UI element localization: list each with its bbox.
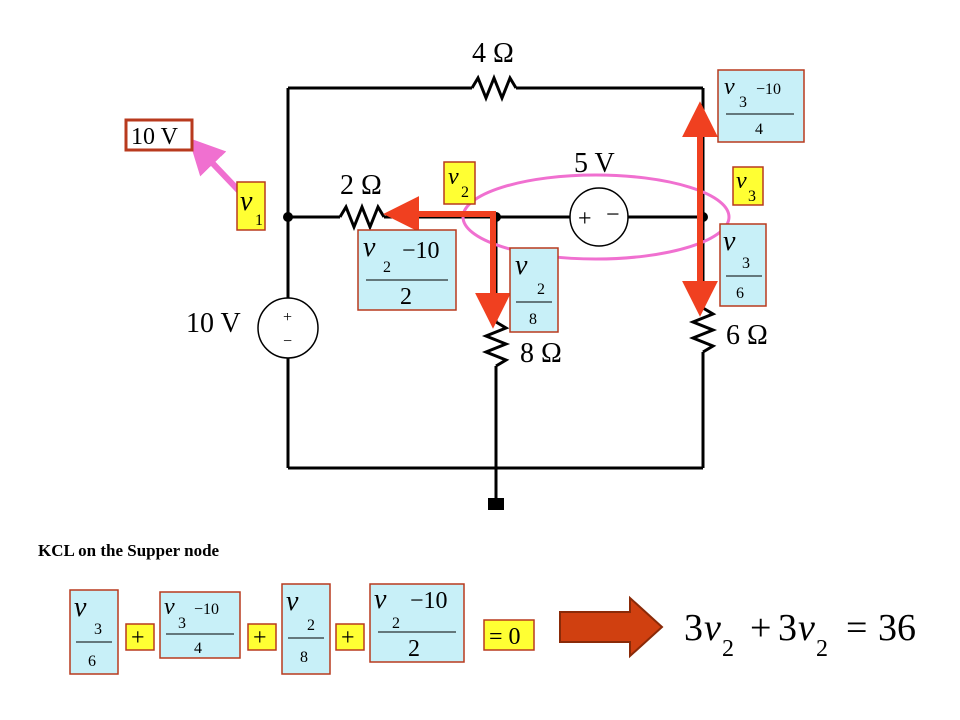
svg-text:v: v (704, 607, 721, 649)
svg-text:= 0: = 0 (489, 624, 521, 650)
kcl-caption: KCL on the Supper node (38, 541, 220, 560)
svg-text:v: v (74, 592, 87, 623)
svg-text:−10: −10 (194, 601, 219, 618)
v1-value-box: 10 V (124, 118, 194, 152)
svg-text:2: 2 (722, 636, 734, 662)
arrow-v1-value (188, 137, 243, 195)
svg-text:v: v (515, 250, 528, 281)
svg-text:2: 2 (816, 636, 828, 662)
resistor-8-ohm (481, 320, 511, 368)
svg-text:2: 2 (461, 184, 469, 201)
kcl-plus-3: + (335, 623, 365, 651)
svg-text:3: 3 (748, 188, 756, 205)
svg-text:+: + (253, 625, 267, 651)
svg-text:4: 4 (755, 121, 763, 138)
svg-text:v: v (736, 168, 747, 194)
svg-text:36: 36 (878, 607, 916, 649)
svg-text:+: + (750, 607, 771, 649)
ground-icon (488, 498, 504, 510)
svg-text:v: v (724, 74, 735, 100)
fraction-current-4ohm: v 3 −10 4 (717, 69, 805, 143)
resistor-6-ohm (688, 306, 718, 354)
kcl-plus-1: + (125, 623, 155, 651)
svg-text:2: 2 (392, 615, 400, 632)
svg-text:v: v (798, 607, 815, 649)
svg-text:8: 8 (529, 311, 537, 328)
resistor-2-ohm (338, 202, 386, 232)
resistor-4-ohm-label: 4 Ω (472, 38, 514, 69)
circuit-wires (286, 73, 718, 500)
svg-text:4: 4 (194, 640, 202, 657)
source-10v-label: 10 V (186, 308, 241, 339)
svg-text:2: 2 (383, 259, 391, 276)
svg-text:v: v (286, 586, 299, 617)
svg-text:3: 3 (778, 607, 797, 649)
svg-text:v: v (448, 164, 459, 190)
kcl-term-v3-minus-10-over-4: v 3 −10 4 (159, 591, 241, 659)
svg-text:v: v (363, 232, 376, 263)
svg-text:−10: −10 (402, 238, 440, 264)
svg-text:6: 6 (88, 653, 96, 670)
svg-text:−10: −10 (410, 588, 448, 614)
svg-text:v: v (374, 584, 387, 615)
svg-text:v: v (723, 226, 736, 257)
implies-arrow-icon (559, 595, 664, 659)
svg-text:−10: −10 (756, 81, 781, 98)
v1-label-box: v 1 (236, 181, 266, 231)
kcl-equals-zero: = 0 (483, 619, 535, 651)
v2-label-box: v 2 (443, 161, 476, 205)
v3-label-box: v 3 (732, 166, 764, 206)
svg-text:8: 8 (300, 649, 308, 666)
kcl-result-equation: 3 v 2 + 3 v 2 = 36 (684, 607, 916, 662)
svg-text:2: 2 (408, 636, 420, 662)
kcl-term-v2-over-8: v 2 8 (281, 583, 331, 675)
resistor-2-ohm-label: 2 Ω (340, 170, 382, 201)
fraction-current-8ohm: v 2 8 (509, 247, 559, 333)
kcl-plus-2: + (247, 623, 277, 651)
voltage-source-10v: + − (257, 297, 319, 359)
svg-text:+: + (131, 625, 145, 651)
svg-text:2: 2 (400, 284, 412, 310)
svg-text:2: 2 (307, 617, 315, 634)
fraction-current-2ohm: v 2 −10 2 (357, 229, 457, 311)
svg-text:3: 3 (94, 621, 102, 638)
resistor-6-ohm-label: 6 Ω (726, 320, 768, 351)
svg-text:3: 3 (684, 607, 703, 649)
svg-text:+: + (341, 625, 355, 651)
kcl-term-v2-minus-10-over-2: v 2 −10 2 (369, 583, 465, 663)
resistor-8-ohm-label: 8 Ω (520, 338, 562, 369)
source-10v-minus: − (283, 333, 292, 350)
svg-text:v: v (240, 186, 253, 217)
svg-text:1: 1 (255, 212, 263, 229)
voltage-source-5v: + − (569, 187, 629, 247)
kcl-term-v3-over-6: v 3 6 (69, 589, 119, 675)
svg-text:6: 6 (736, 285, 744, 302)
node-v1 (283, 212, 293, 222)
source-10v-plus: + (283, 309, 292, 326)
resistor-4-ohm (470, 73, 518, 103)
source-5v-plus: + (578, 206, 592, 232)
source-5v-minus: − (606, 202, 620, 228)
svg-text:2: 2 (537, 281, 545, 298)
current-arrows (188, 101, 718, 329)
svg-text:3: 3 (178, 615, 186, 632)
svg-text:10 V: 10 V (131, 124, 179, 150)
svg-text:=: = (846, 607, 867, 649)
fraction-current-6ohm: v 3 6 (719, 223, 767, 307)
svg-text:3: 3 (739, 94, 747, 111)
svg-text:3: 3 (742, 255, 750, 272)
svg-text:v: v (164, 594, 175, 620)
